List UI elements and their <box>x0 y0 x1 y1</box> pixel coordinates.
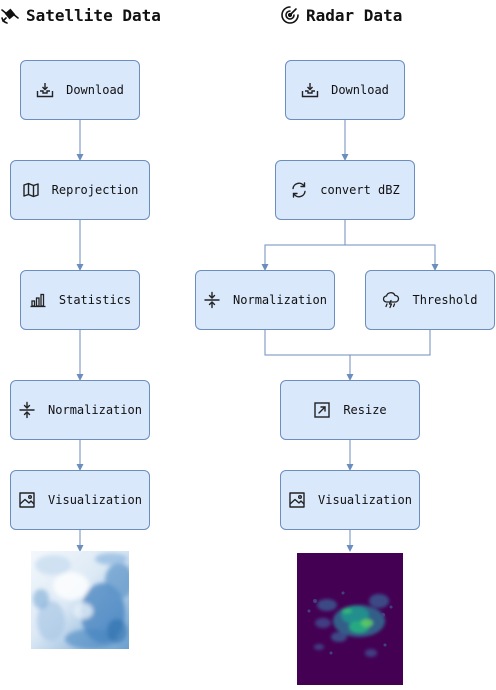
radar-convert-dbz-node[interactable]: convert dBZ <box>275 160 415 220</box>
satellite-visualization-node[interactable]: Visualization <box>10 470 150 530</box>
storm-cloud-icon <box>382 291 400 309</box>
node-label: Download <box>66 83 124 97</box>
node-label: Resize <box>343 403 387 417</box>
edge-radar-normalization-merge <box>264 330 350 356</box>
satellite-statistics-node[interactable]: Statistics <box>20 270 140 330</box>
node-label: Normalization <box>48 403 142 417</box>
refresh-icon <box>290 181 308 199</box>
node-label: Normalization <box>233 293 327 307</box>
radar-title-text: Radar Data <box>306 5 403 25</box>
radar-column-title: Radar Data <box>280 4 402 26</box>
radar-visualization-node[interactable]: Visualization <box>280 470 420 530</box>
bar-chart-icon <box>29 291 47 309</box>
radar-threshold-node[interactable]: Threshold <box>365 270 495 330</box>
node-label: convert dBZ <box>320 183 400 197</box>
resize-icon <box>313 401 331 419</box>
image-icon <box>288 491 306 509</box>
satellite-cloud-image <box>31 551 129 649</box>
satellite-download-node[interactable]: Download <box>20 60 140 120</box>
download-icon <box>301 81 319 99</box>
edge-radar-convert-threshold <box>345 244 439 271</box>
compress-arrows-icon <box>18 401 36 419</box>
node-label: Visualization <box>48 493 142 507</box>
edge-radar-convert-normalization <box>261 220 346 271</box>
edge-radar-threshold-merge <box>350 330 431 356</box>
compress-arrows-icon <box>203 291 221 309</box>
download-icon <box>36 81 54 99</box>
node-label: Threshold <box>412 293 478 307</box>
satellite-icon <box>0 5 20 25</box>
radar-resize-node[interactable]: Resize <box>280 380 420 440</box>
satellite-reprojection-node[interactable]: Reprojection <box>10 160 150 220</box>
image-icon <box>18 491 36 509</box>
node-label: Statistics <box>58 293 132 307</box>
satellite-normalization-node[interactable]: Normalization <box>10 380 150 440</box>
radar-download-node[interactable]: Download <box>285 60 405 120</box>
radar-icon <box>280 5 300 25</box>
map-icon <box>22 181 40 199</box>
node-label: Reprojection <box>51 183 139 197</box>
radar-normalization-node[interactable]: Normalization <box>195 270 335 330</box>
satellite-title-text: Satellite Data <box>26 5 161 25</box>
satellite-column-title: Satellite Data <box>0 4 161 26</box>
node-label: Visualization <box>318 493 412 507</box>
radar-reflectivity-image <box>297 553 403 685</box>
node-label: Download <box>331 83 389 97</box>
